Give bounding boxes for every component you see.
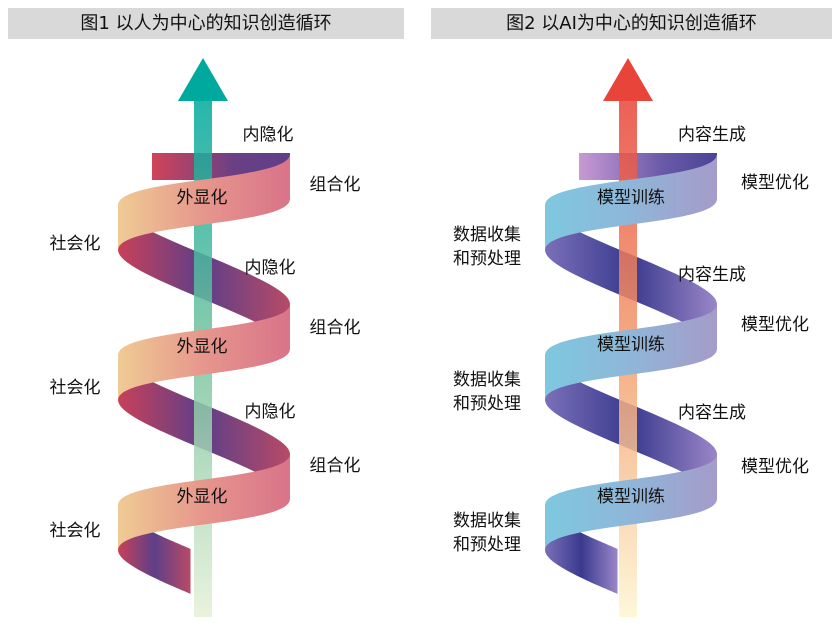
label-model-training: 模型训练: [597, 335, 665, 355]
label-line: 和预处理: [453, 535, 521, 555]
ribbon-front: [118, 304, 290, 400]
label-line: 数据收集: [453, 225, 521, 245]
figure2-title: 图2 以AI为中心的知识创造循环: [431, 8, 832, 39]
label-data-collection: 数据收集和预处理: [453, 509, 521, 557]
label-externalization: 外显化: [176, 188, 228, 208]
label-model-optimization: 模型优化: [741, 315, 809, 335]
label-model-training: 模型训练: [597, 188, 665, 208]
label-line: 数据收集: [453, 511, 521, 531]
label-content-generation: 内容生成: [678, 265, 746, 285]
label-socialization: 社会化: [49, 234, 101, 254]
label-line: 和预处理: [453, 249, 521, 269]
ribbon-front: [118, 154, 290, 250]
label-model-training: 模型训练: [597, 487, 665, 507]
ribbon-front: [545, 154, 717, 250]
label-content-generation: 内容生成: [678, 125, 746, 145]
ribbon-front: [545, 304, 717, 400]
label-socialization: 社会化: [49, 521, 101, 541]
label-model-optimization: 模型优化: [741, 457, 809, 477]
label-tacit: 内隐化: [244, 402, 296, 422]
label-line: 和预处理: [453, 394, 521, 414]
arrow-head-icon: [603, 58, 653, 101]
figure1-title: 图1 以人为中心的知识创造循环: [8, 8, 404, 39]
label-tacit: 内隐化: [244, 258, 296, 278]
label-combination: 组合化: [309, 175, 361, 195]
label-externalization: 外显化: [176, 337, 228, 357]
figure1-helix: [118, 58, 290, 617]
label-model-optimization: 模型优化: [741, 173, 809, 193]
ribbon-front: [118, 454, 290, 550]
label-combination: 组合化: [309, 318, 361, 338]
label-combination: 组合化: [309, 456, 361, 476]
label-data-collection: 数据收集和预处理: [453, 368, 521, 416]
label-externalization: 外显化: [176, 487, 228, 507]
label-content-generation: 内容生成: [678, 403, 746, 423]
ribbon-front: [545, 454, 717, 550]
label-line: 数据收集: [453, 370, 521, 390]
arrow-head-icon: [178, 58, 228, 101]
label-socialization: 社会化: [49, 378, 101, 398]
label-tacit: 内隐化: [242, 125, 294, 145]
figure2-helix: [545, 58, 717, 617]
label-data-collection: 数据收集和预处理: [453, 223, 521, 271]
